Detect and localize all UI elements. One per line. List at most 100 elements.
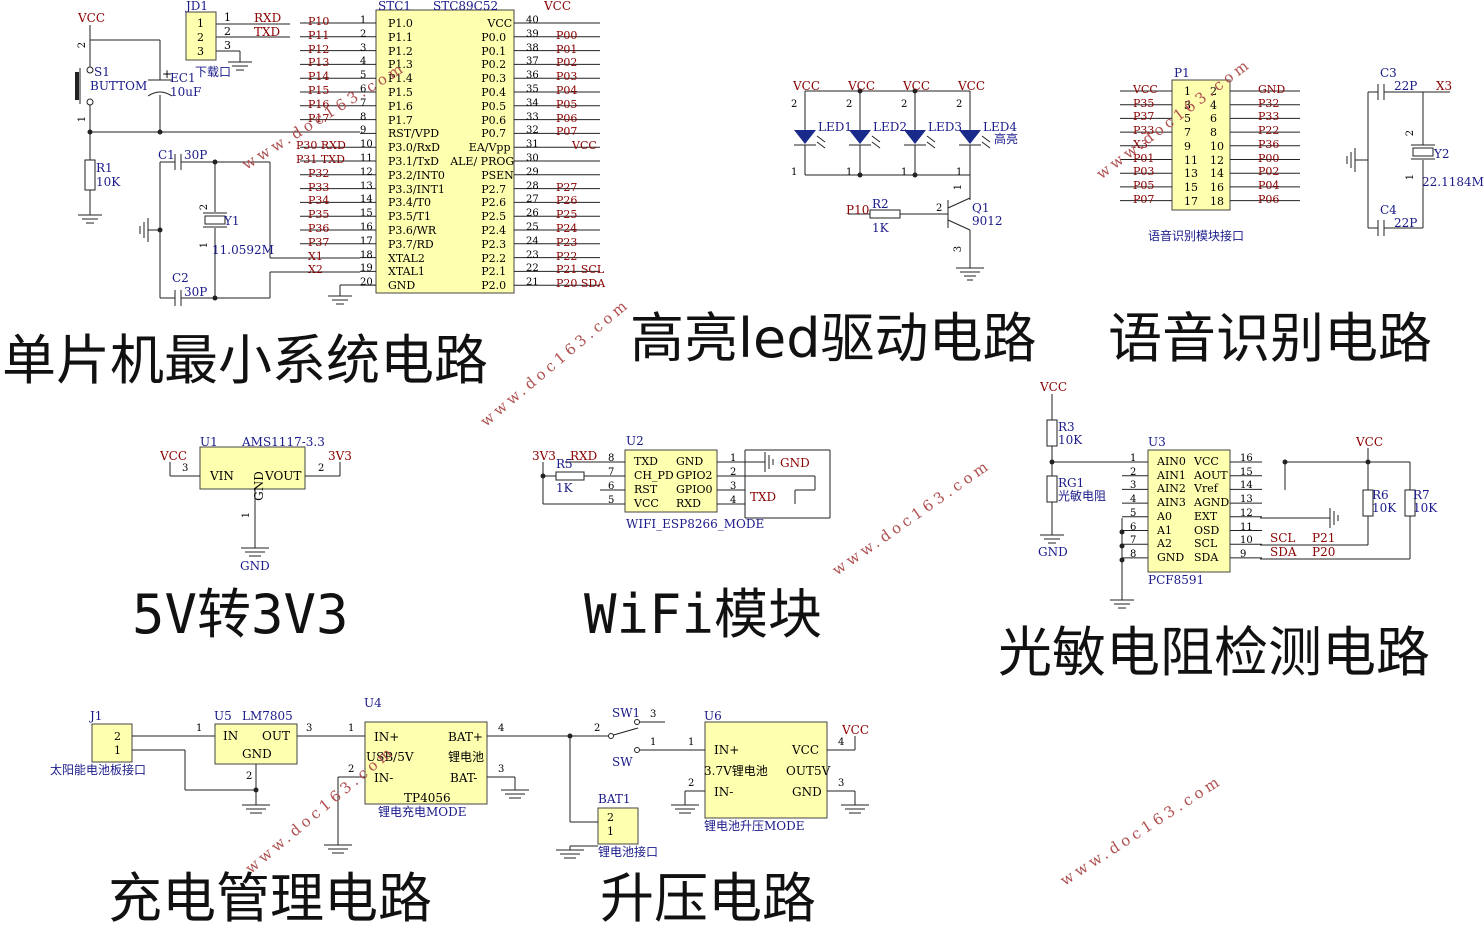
u6-vcc-pin: VCC xyxy=(792,743,820,757)
u6-in-plus: IN+ xyxy=(714,743,740,757)
mcu-left-pin: P3.0/RxD xyxy=(388,141,440,155)
title-ldr: 光敏电阻检测电路 xyxy=(998,621,1430,684)
mcu-left-num: 12 xyxy=(360,166,373,178)
jd1-pin-3: 3 xyxy=(197,45,204,58)
r3-value: 10K xyxy=(1058,433,1083,447)
jd1-txd: TXD xyxy=(254,25,281,39)
mcu-right-num: 40 xyxy=(526,15,539,26)
led-pin2-1: 2 xyxy=(791,99,798,110)
mcu-left-net: P13 xyxy=(308,56,330,70)
voice-left-num: 5 xyxy=(1184,112,1191,126)
voice-right-net: GND xyxy=(1258,83,1286,96)
mcu-left-pin: RST/VPD xyxy=(388,127,440,141)
mcu-vcc-label: VCC xyxy=(78,11,106,25)
led-ray xyxy=(926,135,936,143)
led-p10: P10 xyxy=(846,203,870,217)
voice-left-num: 7 xyxy=(1184,126,1191,140)
esp8266-body xyxy=(624,449,718,513)
voice-left-net: P03 xyxy=(1133,165,1155,179)
ldr-right-num: 12 xyxy=(1240,507,1253,519)
title-reg: 5V转3V3 xyxy=(132,583,349,646)
mcu-right-pin: P2.6 xyxy=(481,196,507,210)
voice-left-num: 1 xyxy=(1184,85,1191,98)
mcu-pin-lines xyxy=(300,22,600,286)
reg-vin: VIN xyxy=(210,469,234,483)
u4-mode: 锂电充电MODE xyxy=(378,805,467,819)
mcu-left-pin: P1.0 xyxy=(388,17,413,30)
boost-vcc: VCC xyxy=(842,723,870,737)
jd1-num-1: 1 xyxy=(224,11,231,24)
jd1-pin-1: 1 xyxy=(197,17,204,30)
voice-right-net: P36 xyxy=(1258,137,1280,151)
mcu-left-net: X1 xyxy=(308,249,323,263)
y2-pin-1: 1 xyxy=(1405,173,1417,181)
u4-usb: USB/5V xyxy=(366,750,414,764)
r5-ref: R5 xyxy=(556,457,573,471)
u5-pin-3: 3 xyxy=(306,723,313,734)
mcu-left-net: P31 TXD xyxy=(296,153,345,166)
mcu-right-net: P23 xyxy=(556,235,578,249)
u4-tp: TP4056 xyxy=(404,791,451,805)
jd1-box xyxy=(185,11,217,61)
mcu-right-num: 21 xyxy=(526,277,539,289)
led-ray xyxy=(871,135,881,143)
wifi-3v3: 3V3 xyxy=(532,449,556,463)
ams1117-body xyxy=(199,446,306,490)
q1-value: 9012 xyxy=(972,214,1003,228)
wifi-left-pin: VCC xyxy=(634,497,659,510)
mcu-left-num: 13 xyxy=(360,180,373,192)
bat1-box xyxy=(597,807,639,845)
mcu-right-net: VCC xyxy=(572,139,597,153)
led-name-2: LED2 xyxy=(873,120,907,134)
voice-left-num: 17 xyxy=(1184,194,1198,208)
voice-right-net: P02 xyxy=(1258,165,1280,179)
wifi-left-num: 5 xyxy=(608,495,615,506)
r6-value: 10K xyxy=(1372,501,1397,515)
voice-right-net: P33 xyxy=(1258,110,1280,124)
led-pin2-2: 2 xyxy=(846,99,853,110)
u6-out5v: OUT5V xyxy=(786,764,831,778)
mcu-right-net: P22 xyxy=(556,249,578,263)
s1-pin-1: 1 xyxy=(77,115,89,123)
j1-pin-1: 1 xyxy=(114,744,121,757)
mcu-left-num: 16 xyxy=(360,222,373,233)
mcu-right-num: 22 xyxy=(526,263,539,275)
bat1-name: 锂电池接口 xyxy=(598,845,659,859)
ldr-left-pin: GND xyxy=(1157,550,1185,564)
ldr-p21: P21 xyxy=(1312,531,1336,545)
mcu-left-pin: P1.2 xyxy=(388,44,413,58)
mcu-left-pin: P3.2/INT0 xyxy=(388,168,445,182)
mcu-left-net: P33 xyxy=(308,180,330,194)
voice-left-num: 15 xyxy=(1184,180,1198,194)
mcu-left-num: 19 xyxy=(360,263,373,275)
u6-pin-4: 4 xyxy=(838,737,845,748)
voice-left-net: VCC xyxy=(1133,83,1158,96)
mcu-left-net: X2 xyxy=(308,263,323,277)
led-ray xyxy=(871,141,881,149)
mcu-right-pin: P2.1 xyxy=(481,265,507,279)
ldr-vcc2: VCC xyxy=(1356,435,1384,449)
u4-bat-plus: BAT+ xyxy=(448,730,483,744)
voice-caption: 语音识别模块接口 xyxy=(1148,229,1245,243)
pcf8591-body xyxy=(1147,449,1231,573)
led-ray xyxy=(981,141,991,149)
reg-gnd: GND xyxy=(240,559,270,573)
mcu-right-num: 37 xyxy=(526,56,539,68)
led-diode-2 xyxy=(849,130,871,144)
wifi-right-num: 3 xyxy=(730,481,737,492)
mcu-right-pin: P2.0 xyxy=(481,279,507,293)
ec1-value: 10uF xyxy=(170,85,202,99)
jd1-rxd: RXD xyxy=(254,11,282,25)
mcu-left-net: P14 xyxy=(308,70,330,84)
ldr-left-pin: AIN1 xyxy=(1157,468,1186,482)
ldr-left-pin: AIN2 xyxy=(1157,482,1186,496)
led-diode-1 xyxy=(794,130,816,144)
sw1-pin-1: 1 xyxy=(650,737,657,748)
voice-left-net: P37 xyxy=(1133,110,1155,124)
u4-bat-minus: BAT- xyxy=(450,771,478,785)
reg-vcc: VCC xyxy=(160,449,188,463)
mcu-right-num: 39 xyxy=(526,28,539,40)
ldr-left-num: 7 xyxy=(1130,535,1137,547)
mcu-left-num: 15 xyxy=(360,208,373,220)
